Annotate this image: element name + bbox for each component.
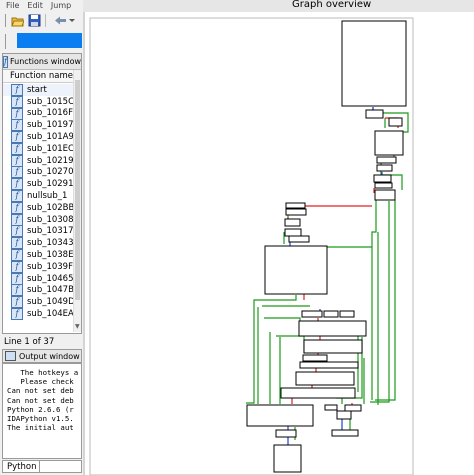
- graph-overview-canvas[interactable]: [83, 0, 474, 475]
- function-row[interactable]: f sub_1015C: [3, 95, 75, 108]
- function-row[interactable]: f sub_101EC: [3, 142, 75, 155]
- function-name: sub_10197: [27, 120, 74, 131]
- python-command-input[interactable]: [40, 460, 82, 473]
- main-toolbar: [0, 11, 82, 30]
- output-line: IDAPython v1.5.: [7, 414, 74, 424]
- line-status: Line 1 of 37: [4, 337, 55, 347]
- function-name: sub_10270: [27, 167, 74, 178]
- navigation-band[interactable]: [17, 33, 82, 48]
- function-name: sub_10291: [27, 179, 74, 190]
- function-row[interactable]: f sub_1016F: [3, 107, 75, 120]
- function-icon: f: [11, 190, 23, 202]
- function-row[interactable]: f sub_10465: [3, 272, 75, 285]
- function-row[interactable]: f sub_1047B: [3, 284, 75, 297]
- function-row[interactable]: f sub_10219: [3, 154, 75, 167]
- function-name: sub_1015C: [27, 96, 75, 107]
- output-line: Can not set deb: [7, 386, 74, 396]
- function-icon: f: [11, 213, 23, 226]
- function-row[interactable]: f sub_10308: [3, 213, 75, 226]
- function-name: sub_102BB: [27, 202, 75, 213]
- toolbar-grip-icon: [5, 34, 6, 49]
- function-icon: f: [11, 131, 23, 143]
- function-icon: f: [11, 178, 23, 191]
- open-folder-icon[interactable]: [11, 14, 24, 27]
- function-name: sub_10308: [27, 214, 74, 225]
- output-line: The initial aut: [7, 423, 74, 433]
- function-name: start: [27, 84, 47, 95]
- function-icon: f: [11, 225, 23, 238]
- function-icon: f: [11, 249, 23, 261]
- toolbar-separator: [45, 14, 46, 27]
- function-icon: f: [3, 55, 8, 68]
- function-icon: f: [11, 272, 23, 285]
- function-row[interactable]: f sub_104EA: [3, 308, 75, 320]
- function-row[interactable]: f sub_1038E: [3, 249, 75, 261]
- function-icon: f: [11, 260, 23, 273]
- function-row[interactable]: f sub_1049D: [3, 296, 75, 309]
- function-row[interactable]: f sub_10197: [3, 119, 75, 132]
- function-icon: f: [11, 237, 23, 250]
- menu-file[interactable]: File: [6, 1, 20, 10]
- function-row[interactable]: f nullsub_1: [3, 190, 75, 202]
- functions-window-title: Functions window: [9, 57, 81, 66]
- output-line: The hotkeys a: [7, 368, 79, 377]
- save-icon[interactable]: [28, 14, 41, 27]
- function-icon: f: [11, 107, 23, 120]
- function-icon: f: [11, 201, 23, 214]
- function-row[interactable]: f sub_10343: [3, 237, 75, 250]
- function-name: sub_1049D: [27, 297, 75, 308]
- function-icon: f: [11, 166, 23, 179]
- graph-overview-title-bar: [83, 0, 474, 12]
- function-icon: f: [11, 142, 23, 155]
- function-name: nullsub_1: [27, 191, 68, 202]
- function-icon: f: [11, 84, 23, 96]
- back-arrow-icon[interactable]: [54, 14, 67, 27]
- function-name-column-header[interactable]: Function name: [3, 70, 75, 83]
- function-name: sub_1016F: [27, 108, 73, 119]
- output-window-title: Output window: [19, 351, 80, 361]
- graph-overview-title: Graph overview: [292, 0, 372, 10]
- function-name: sub_104EA: [27, 309, 74, 320]
- menu-bar: File Edit Jump: [0, 0, 82, 11]
- function-name: sub_10317: [27, 226, 74, 237]
- function-icon: f: [11, 308, 23, 320]
- python-tab[interactable]: Python: [2, 460, 40, 473]
- menu-edit[interactable]: Edit: [27, 1, 43, 10]
- scrollbar-thumb[interactable]: [75, 80, 80, 300]
- function-name: sub_10465: [27, 273, 74, 284]
- toolbar-grip-icon: [5, 14, 6, 27]
- function-icon: f: [11, 95, 23, 108]
- function-row[interactable]: f sub_1039F: [3, 260, 75, 273]
- output-line: Python 2.6.6 (r: [7, 404, 74, 414]
- function-row[interactable]: f sub_102BB: [3, 201, 75, 214]
- output-window-title-bar: Output window: [2, 349, 82, 363]
- output-log: The hotkeys a Please check Can not set d…: [2, 363, 82, 459]
- scroll-down-arrow-icon[interactable]: ▼: [75, 323, 80, 330]
- function-icon: f: [11, 296, 23, 309]
- output-line: Please check: [7, 377, 79, 387]
- output-line: Can not set deb: [7, 395, 74, 405]
- functions-window-title-bar: f Functions window: [3, 54, 81, 70]
- function-list-scrollbar[interactable]: ▼: [73, 70, 81, 332]
- function-name: sub_101EC: [27, 143, 74, 154]
- function-name: sub_10343: [27, 238, 74, 249]
- output-window-icon: [5, 351, 16, 361]
- function-icon: f: [11, 284, 23, 297]
- function-name: sub_1039F: [27, 261, 73, 272]
- function-name: sub_10219: [27, 155, 74, 166]
- function-row[interactable]: f sub_10317: [3, 225, 75, 238]
- function-name: sub_101A9: [27, 132, 74, 143]
- function-icon: f: [11, 154, 23, 167]
- function-name: sub_1038E: [27, 250, 74, 261]
- back-dropdown-icon[interactable]: [68, 14, 76, 27]
- function-row[interactable]: f sub_10270: [3, 166, 75, 179]
- function-name: sub_1047B: [27, 285, 74, 296]
- function-icon: f: [11, 119, 23, 132]
- menu-jump[interactable]: Jump: [50, 1, 72, 10]
- function-row[interactable]: f sub_101A9: [3, 131, 75, 143]
- function-row[interactable]: f sub_10291: [3, 178, 75, 191]
